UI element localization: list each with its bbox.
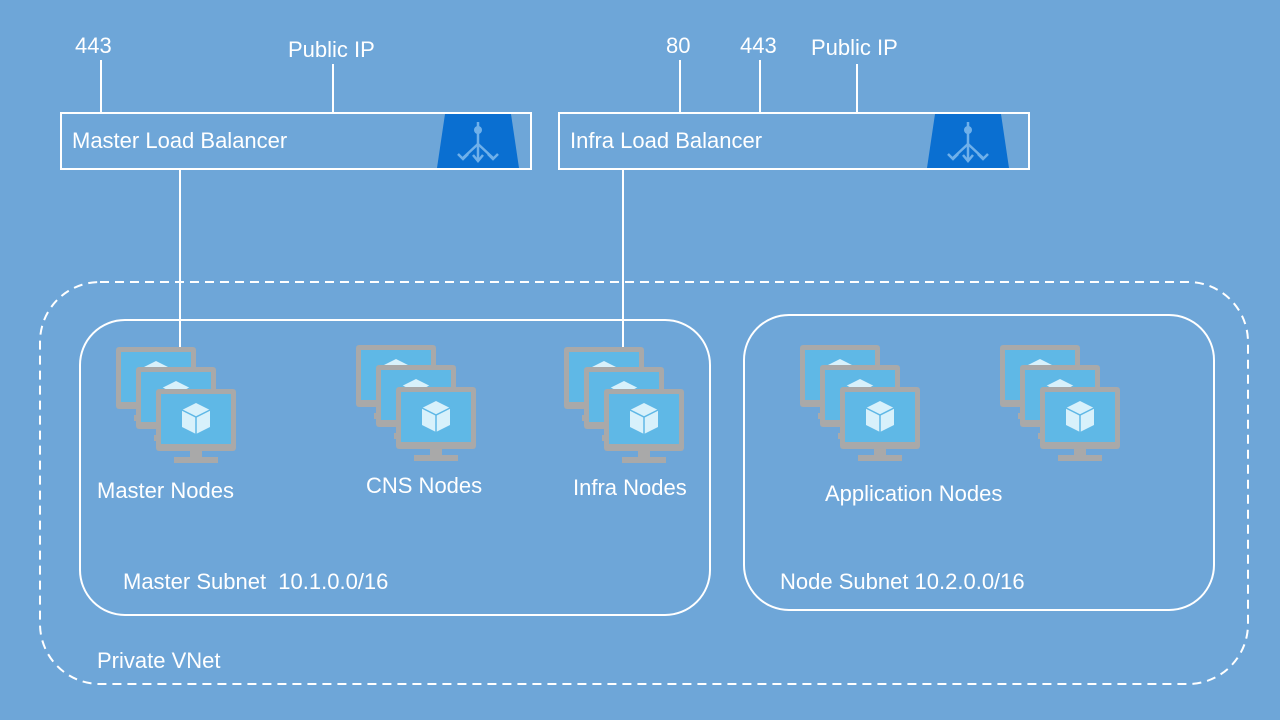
vm-stack-icon <box>356 345 476 461</box>
load-balancer-icon <box>435 112 521 170</box>
infra-load-balancer-box <box>558 112 1030 170</box>
master-load-balancer-title: Master Load Balancer <box>72 128 288 153</box>
master-subnet-box <box>79 319 711 616</box>
application-nodes-label: Application Nodes <box>825 481 1003 506</box>
node-subnet-label: Node Subnet 10.2.0.0/16 <box>780 569 1025 594</box>
infra-public-ip-label: Public IP <box>811 35 898 60</box>
private-vnet-label: Private VNet <box>97 648 221 673</box>
vm-stack-icon <box>564 347 684 463</box>
infra-port-80-label: 80 <box>666 33 691 58</box>
master-public-ip-label: Public IP <box>288 37 375 62</box>
infra-nodes-label: Infra Nodes <box>573 475 687 500</box>
vm-stack-icon <box>1000 345 1120 461</box>
cns-nodes-label: CNS Nodes <box>366 473 483 498</box>
master-port-443-label: 443 <box>75 33 112 58</box>
vm-stack-icon <box>800 345 920 461</box>
private-vnet-boundary <box>39 281 1249 685</box>
infra-load-balancer-title: Infra Load Balancer <box>570 128 763 153</box>
vm-stack-icon <box>116 347 236 463</box>
load-balancer-icon <box>925 112 1011 170</box>
master-subnet-label: Master Subnet 10.1.0.0/16 <box>123 569 389 594</box>
master-nodes-label: Master Nodes <box>97 478 234 503</box>
master-load-balancer-box <box>60 112 532 170</box>
infra-port-443-label: 443 <box>740 33 777 58</box>
node-subnet-box <box>743 314 1215 611</box>
